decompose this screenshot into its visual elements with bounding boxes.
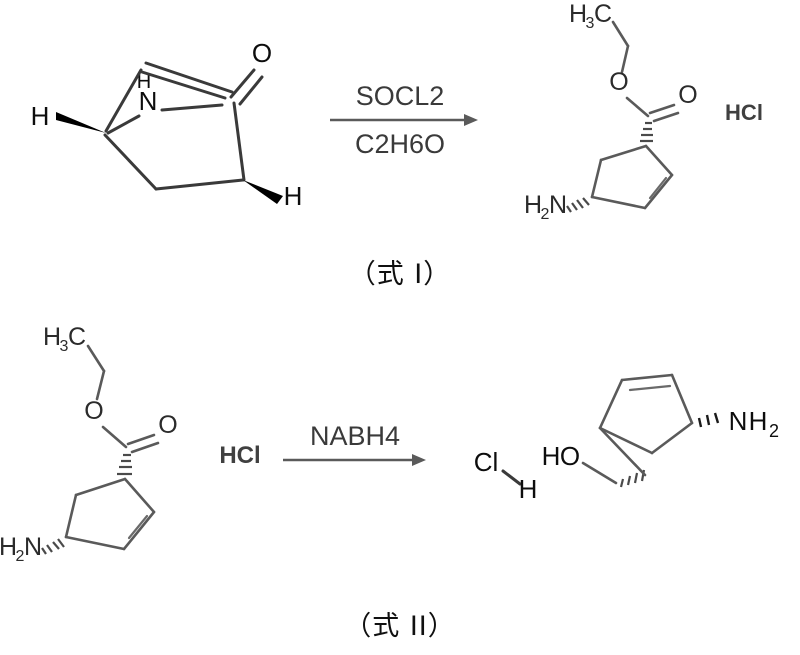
nitrogen-label: N bbox=[139, 86, 158, 116]
chlorine-label: Cl bbox=[474, 447, 499, 477]
bond-o-ch2 bbox=[581, 461, 618, 485]
scheme-1-svg: H N O H bbox=[31, 0, 763, 223]
carbonyl-oxygen-label-product: O bbox=[678, 81, 697, 109]
bond-o-carbonyl bbox=[625, 96, 650, 118]
hash-wedge-amine-2 bbox=[41, 538, 65, 555]
bond-p2-ring-2 bbox=[620, 373, 674, 382]
hash-wedge-amine-product2 bbox=[697, 412, 720, 428]
bond-ring-c3-c2 bbox=[643, 173, 674, 210]
amine-h-label-2: H bbox=[0, 533, 17, 561]
reaction-arrow-1: SOCL2 C2H6O bbox=[330, 81, 478, 159]
bond-co-2 bbox=[238, 75, 264, 106]
hydroxyl-o-label: O bbox=[560, 441, 580, 471]
scheme-2-svg: H 3 C O O H 2 bbox=[0, 323, 779, 565]
bond-ring-c2-c1 bbox=[644, 144, 674, 177]
hcl-reagent-label: HCl bbox=[219, 442, 260, 469]
product-aminocyclopentene-methanol-hcl: Cl H H O bbox=[474, 373, 779, 504]
methyl-h-label-2: H bbox=[43, 323, 61, 351]
bond-p2-ring-5 bbox=[598, 426, 654, 455]
bond-p2-ring-4 bbox=[650, 421, 694, 455]
bond-ring-double-inner-2 bbox=[127, 514, 149, 540]
bond-n-carbonyl bbox=[160, 103, 224, 112]
amine-subscript-2: 2 bbox=[16, 548, 25, 565]
bond-ring-c5-c4 bbox=[590, 158, 603, 199]
bond-ring-c2-c1-2 bbox=[123, 477, 156, 514]
reaction-scheme-2: H 3 C O O H 2 bbox=[0, 305, 800, 655]
bond-ch2-ring bbox=[598, 426, 647, 477]
bridgehead-h-right-label: H bbox=[284, 181, 303, 211]
bond-o-carbonyl-2 bbox=[101, 425, 128, 449]
bond-n-c1 bbox=[106, 114, 141, 135]
bond-co-double-2 bbox=[652, 111, 680, 123]
reaction-scheme-1: H N O H bbox=[0, 0, 800, 310]
condition-above-arrow: SOCL2 bbox=[356, 81, 445, 111]
wedge-h-left bbox=[56, 112, 106, 133]
caption-formula-1: （式 I） bbox=[348, 259, 452, 290]
bond-p2-double-inner bbox=[628, 384, 672, 392]
bond-ring-double-inner bbox=[648, 176, 668, 200]
wedge-h-right bbox=[243, 180, 283, 204]
methyl-subscript-2: 3 bbox=[60, 338, 69, 355]
bond-ring-c4-c3-2 bbox=[64, 535, 126, 551]
bond-ch3-ch2-2 bbox=[86, 344, 106, 373]
methyl-h-label: H bbox=[569, 0, 587, 28]
hcl-hydrogen-label: H bbox=[519, 474, 538, 504]
bond-ring-c1-c5 bbox=[599, 144, 648, 162]
hash-wedge-hydroxymethyl bbox=[619, 469, 646, 488]
bridgehead-h-left-label: H bbox=[31, 101, 50, 131]
product-ethyl-aminocyclopentene-carboxylate: H 3 C O O bbox=[524, 0, 763, 223]
methyl-subscript: 3 bbox=[586, 15, 595, 32]
bond-cl-h bbox=[501, 469, 522, 486]
bond-p2-ring-1 bbox=[598, 378, 624, 430]
bond-co-double-1 bbox=[648, 103, 676, 115]
bond-c1-bridge bbox=[104, 68, 143, 133]
ester-oxygen-label: O bbox=[609, 68, 628, 96]
ester-oxygen-label-2: O bbox=[84, 397, 103, 425]
amine-h-label: H bbox=[524, 191, 542, 219]
amine-n-label: N bbox=[549, 191, 567, 219]
amine-subscript-product2: 2 bbox=[769, 421, 779, 441]
bond-c1-ch2 bbox=[103, 133, 158, 191]
arrow-head-2 bbox=[412, 454, 426, 466]
reactant-ethyl-aminocyclopentene-carboxylate: H 3 C O O H 2 bbox=[0, 323, 178, 565]
hash-wedge-carboxylate bbox=[640, 121, 653, 143]
caption-formula-2: （式 II） bbox=[344, 611, 456, 642]
amine-h-label-product2: H bbox=[749, 406, 768, 436]
methyl-carbon-label: C bbox=[594, 0, 612, 28]
bond-bridge-upper-2 bbox=[144, 61, 234, 94]
reactant-vince-lactam: H N O H bbox=[31, 38, 303, 211]
bond-ch3-ch2 bbox=[611, 20, 630, 48]
hash-wedge-carboxylate-2 bbox=[117, 453, 132, 476]
amine-n-label-product2: N bbox=[729, 406, 748, 436]
amine-subscript: 2 bbox=[541, 206, 550, 223]
condition-above-arrow-2: NABH4 bbox=[310, 421, 400, 451]
amine-n-label-2: N bbox=[24, 533, 42, 561]
nh-hydrogen-label: H bbox=[137, 71, 151, 93]
hydroxyl-h-label: H bbox=[542, 441, 561, 471]
bond-ch2-o bbox=[620, 44, 630, 74]
bond-ch2-c4 bbox=[154, 178, 245, 191]
bond-p2-ring-3 bbox=[670, 373, 694, 425]
bond-ring-c5-c4-2 bbox=[64, 493, 78, 539]
bond-ring-c4-c3 bbox=[590, 195, 647, 210]
bond-co-1 bbox=[229, 68, 256, 99]
arrow-head bbox=[464, 114, 478, 126]
carbonyl-oxygen-label: O bbox=[252, 38, 272, 68]
hcl-salt-label: HCl bbox=[725, 100, 763, 125]
bond-ring-c3-c2-2 bbox=[122, 510, 156, 551]
reaction-arrow-2: NABH4 bbox=[283, 421, 426, 466]
bond-carbonyl-c4 bbox=[232, 101, 246, 182]
hash-wedge-amine bbox=[566, 197, 590, 213]
bond-ring-c1-c5-2 bbox=[74, 477, 127, 497]
methyl-carbon-label-2: C bbox=[68, 323, 86, 351]
condition-below-arrow: C2H6O bbox=[355, 129, 445, 159]
bond-bridge-upper bbox=[140, 70, 227, 100]
carbonyl-oxygen-label-2: O bbox=[158, 411, 177, 439]
bond-co-double-1-2 bbox=[126, 433, 156, 446]
bond-co-double-2-2 bbox=[130, 441, 160, 454]
bond-ch2-o-2 bbox=[95, 369, 106, 401]
